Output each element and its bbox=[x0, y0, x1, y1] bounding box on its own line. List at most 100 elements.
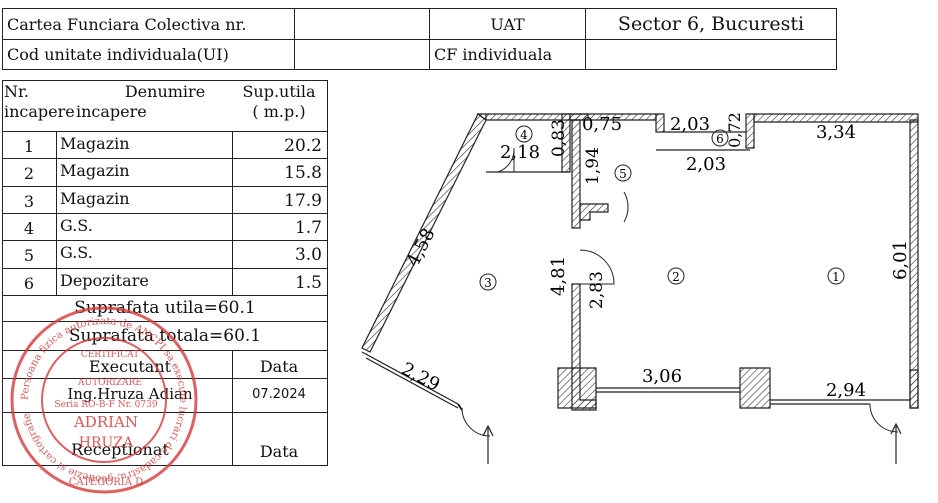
table-row-area: 3.0 bbox=[294, 245, 322, 266]
uat-value: Sector 6, Bucuresti bbox=[585, 8, 837, 40]
cf-individuala-value bbox=[585, 39, 837, 70]
cf-colectiva-value bbox=[294, 8, 430, 40]
wall-storage-left bbox=[655, 113, 665, 133]
suprafata-totala: Suprafata totala=60.1 bbox=[68, 326, 262, 346]
executant-name: Ing.Hruza Adian bbox=[67, 385, 193, 403]
executant-label: Executant bbox=[88, 357, 172, 376]
stamp-inner-ring bbox=[41, 337, 167, 463]
room-circle-5: 5 bbox=[614, 164, 632, 182]
dim-1-94: 1,94 bbox=[583, 147, 603, 185]
wall-left-end bbox=[457, 403, 463, 411]
table-row-divider bbox=[2, 212, 328, 214]
col-nr-line1: Nr. bbox=[4, 82, 29, 101]
table-row-area: 20.2 bbox=[284, 136, 322, 156]
table-row-name: Magazin bbox=[60, 161, 130, 181]
room-label-3: 3 bbox=[484, 276, 492, 290]
wall-right bbox=[909, 119, 919, 409]
dim-2-29: 2,29 bbox=[398, 358, 443, 395]
cod-ui-label: Cod unitate individuala(UI) bbox=[2, 39, 295, 70]
wall-top-right bbox=[753, 113, 919, 123]
dim-2-18: 2,18 bbox=[500, 142, 540, 163]
stamp-center-1: CERTIFICAT bbox=[81, 350, 139, 360]
dim-3-06: 3,06 bbox=[642, 366, 682, 387]
table-row-name: G.S. bbox=[60, 215, 93, 235]
col-nr-header: Nr. incapere bbox=[4, 82, 75, 122]
entry-arrow-left-head bbox=[482, 424, 494, 437]
room-label-2: 2 bbox=[672, 270, 680, 284]
col-name-header: Denumire incapere bbox=[60, 82, 230, 122]
table-row-nr: 4 bbox=[23, 218, 35, 238]
table-row-divider bbox=[2, 131, 328, 132]
table-row-area: 1.5 bbox=[294, 272, 322, 293]
room-circle-3: 3 bbox=[479, 273, 497, 291]
table-row-divider-end bbox=[2, 294, 328, 296]
room-circle-6: 6 bbox=[711, 129, 729, 147]
cf-individuala-label: CF individuala bbox=[429, 39, 586, 70]
wall-left-lower-b bbox=[365, 357, 459, 409]
stamp-bottom: CATEGORIA D bbox=[69, 477, 143, 488]
stamp: Persoana fizica autorizata de ANCPI sa e… bbox=[10, 306, 198, 494]
divider-2 bbox=[2, 350, 328, 351]
table-row-area: 17.9 bbox=[284, 190, 322, 211]
table-row-area: 15.8 bbox=[284, 163, 322, 184]
table-row-divider bbox=[2, 185, 328, 187]
table-row-name: G.S. bbox=[60, 243, 93, 263]
executant-date: 07.2024 bbox=[252, 387, 306, 402]
receptionat-label: Receptionat bbox=[71, 440, 169, 459]
dim-0-75: 0,75 bbox=[582, 114, 622, 135]
stamp-center-3: Seria RO-B-F Nr. 0739 bbox=[54, 400, 157, 410]
door-gs5 bbox=[623, 191, 629, 223]
table-row-name: Magazin bbox=[60, 188, 130, 208]
dim-4-81: 4,81 bbox=[548, 256, 569, 296]
table-row-nr: 6 bbox=[23, 273, 35, 293]
table-row-nr: 5 bbox=[23, 246, 35, 266]
dim-6-01: 6,01 bbox=[890, 240, 911, 280]
entry-arrow-right-head bbox=[890, 422, 902, 435]
dim-2-83: 2,83 bbox=[587, 271, 607, 309]
room-circle-1: 1 bbox=[827, 267, 845, 285]
table-row-divider bbox=[2, 240, 328, 242]
table-row-area: 1.7 bbox=[294, 217, 322, 238]
room-circle-2: 2 bbox=[667, 267, 685, 285]
dim-0-83: 0,83 bbox=[549, 119, 569, 157]
divider-1 bbox=[2, 321, 328, 322]
table-row-divider bbox=[2, 158, 328, 160]
wall-storage-right bbox=[745, 113, 755, 149]
pillar-bottom-mid bbox=[739, 367, 771, 409]
vline-exec bbox=[232, 350, 233, 466]
col-name-line1: Denumire bbox=[124, 82, 206, 101]
pillar-bottom-right bbox=[909, 369, 919, 409]
room-circle-4: 4 bbox=[515, 125, 533, 143]
dim-4-58: 4,58 bbox=[403, 225, 440, 270]
stamp-center-5: HRUZA bbox=[79, 435, 134, 451]
table-row-name: Depozitare bbox=[60, 270, 149, 290]
suprafata-utila: Suprafata utila=60.1 bbox=[74, 298, 256, 318]
uat-label: UAT bbox=[429, 8, 586, 40]
stamp-center-4: ADRIAN bbox=[73, 413, 138, 431]
cf-colectiva-label: Cartea Funciara Colectiva nr. bbox=[2, 8, 295, 40]
col-area-header: Sup.utila ( m.p.) bbox=[232, 82, 326, 122]
floor-plan: 1 2 3 4 5 6 4,58 2,18 0,83 0,75 2,03 0,7… bbox=[361, 112, 919, 464]
door-3-2 bbox=[579, 249, 615, 285]
wall-left-lower bbox=[361, 351, 459, 405]
wall-left-diag bbox=[361, 113, 487, 353]
table-row-nr: 1 bbox=[23, 137, 35, 156]
wall-3-2-top bbox=[571, 119, 581, 229]
divider-3 bbox=[2, 378, 328, 379]
stamp-center-2: AUTORIZARE bbox=[77, 378, 142, 388]
room-label-6: 6 bbox=[716, 132, 724, 146]
entry-door-left bbox=[461, 407, 491, 437]
entry-door-right bbox=[869, 403, 899, 433]
dim-2-03-bottom: 2,03 bbox=[686, 154, 726, 175]
table-row-nr: 2 bbox=[23, 164, 35, 184]
dim-2-94: 2,94 bbox=[826, 380, 866, 401]
col-name-line2: incapere bbox=[76, 102, 147, 121]
cod-ui-value bbox=[294, 39, 430, 70]
receptionat-data-label: Data bbox=[259, 442, 299, 461]
col-area-line2: ( m.p.) bbox=[252, 102, 306, 121]
rooms-table bbox=[2, 80, 328, 466]
executant-data-label: Data bbox=[259, 357, 299, 376]
table-row-nr: 3 bbox=[23, 191, 35, 211]
table-row-name: Magazin bbox=[60, 134, 130, 153]
room-label-4: 4 bbox=[520, 128, 528, 142]
